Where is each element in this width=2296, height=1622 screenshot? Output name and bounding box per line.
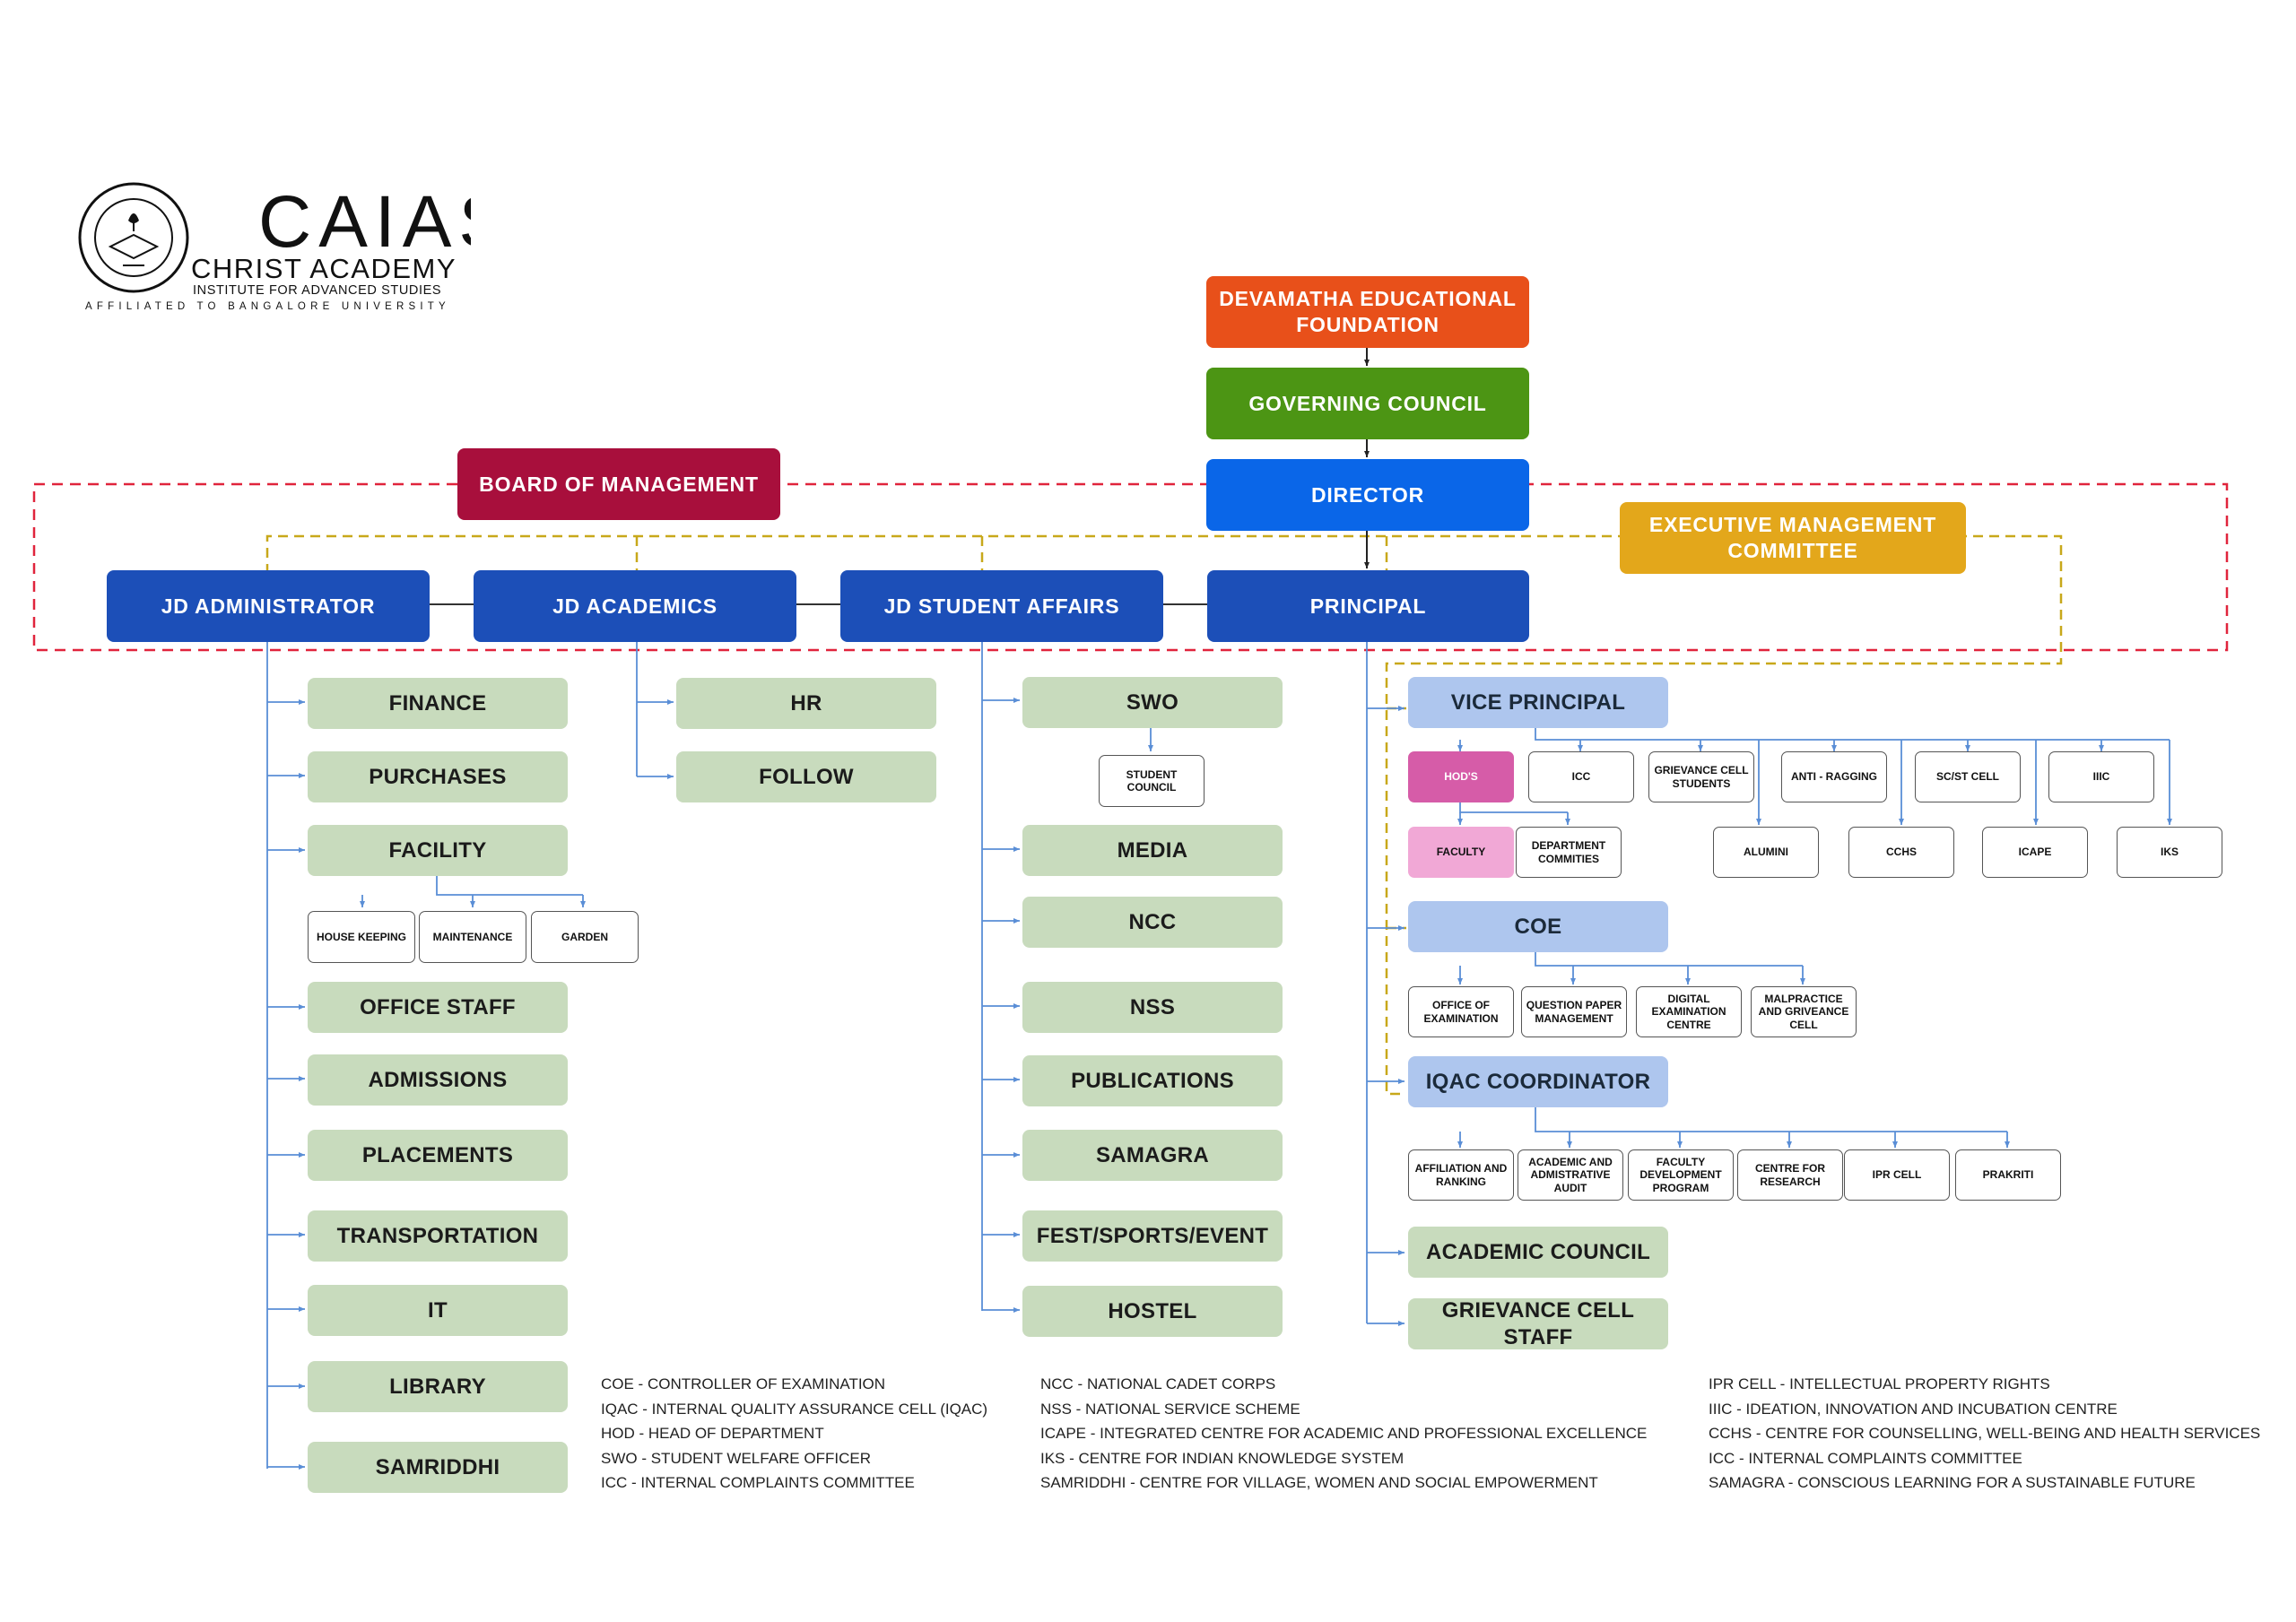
coe-box: COE (1408, 901, 1668, 952)
prakriti-box: PRAKRITI (1955, 1149, 2061, 1201)
academic-council-box: ACADEMIC COUNCIL (1408, 1227, 1668, 1278)
library-box: LIBRARY (308, 1361, 568, 1412)
ncc-box: NCC (1022, 897, 1283, 948)
academic-audit-box: ACADEMIC AND ADMISTRATIVE AUDIT (1518, 1149, 1623, 1201)
legend-item: ICC - INTERNAL COMPLAINTS COMMITTEE (601, 1474, 915, 1491)
governing-council-box: GOVERNING COUNCIL (1206, 368, 1529, 439)
legend-item: IQAC - INTERNAL QUALITY ASSURANCE CELL (… (601, 1400, 988, 1418)
legend-item: ICC - INTERNAL COMPLAINTS COMMITTEE (1709, 1449, 2022, 1467)
legend-item: SWO - STUDENT WELFARE OFFICER (601, 1449, 871, 1467)
vice-principal-box: VICE PRINCIPAL (1408, 677, 1668, 728)
director-box: DIRECTOR (1206, 459, 1529, 531)
transportation-box: TRANSPORTATION (308, 1210, 568, 1262)
logo-line3: AFFILIATED TO BANGALORE UNIVERSITY (85, 301, 450, 312)
legend-item: COE - CONTROLLER OF EXAMINATION (601, 1375, 886, 1392)
legend-item: SAMRIDDHI - CENTRE FOR VILLAGE, WOMEN AN… (1040, 1474, 1598, 1491)
alumini-box: ALUMINI (1713, 827, 1819, 878)
fdp-box: FACULTY DEVELOPMENT PROGRAM (1628, 1149, 1734, 1201)
jd-academics-box: JD ACADEMICS (474, 570, 796, 642)
hr-box: HR (676, 678, 936, 729)
housekeeping-box: HOUSE KEEPING (308, 911, 415, 963)
malpractice-cell-box: MALPRACTICE AND GRIVEANCE CELL (1751, 986, 1857, 1037)
legend-item: CCHS - CENTRE FOR COUNSELLING, WELL-BEIN… (1709, 1425, 2261, 1442)
foundation-box: DEVAMATHA EDUCATIONAL FOUNDATION (1206, 276, 1529, 348)
samagra-box: SAMAGRA (1022, 1130, 1283, 1181)
office-staff-box: OFFICE STAFF (308, 982, 568, 1033)
jd-student-affairs-box: JD STUDENT AFFAIRS (840, 570, 1163, 642)
legend-item: IIIC - IDEATION, INNOVATION AND INCUBATI… (1709, 1400, 2118, 1418)
legend-column-1: COE - CONTROLLER OF EXAMINATION IQAC - I… (601, 1372, 987, 1496)
follow-box: FOLLOW (676, 751, 936, 802)
logo-line2: INSTITUTE FOR ADVANCED STUDIES (193, 283, 442, 298)
office-of-examination-box: OFFICE OF EXAMINATION (1408, 986, 1514, 1037)
iiic-box: IIIC (2048, 751, 2154, 802)
iqac-coordinator-box: IQAC COORDINATOR (1408, 1056, 1668, 1107)
hods-box: HOD'S (1408, 751, 1514, 802)
media-box: MEDIA (1022, 825, 1283, 876)
placements-box: PLACEMENTS (308, 1130, 568, 1181)
legend-column-3: IPR CELL - INTELLECTUAL PROPERTY RIGHTS … (1709, 1372, 2260, 1496)
jd-administrator-box: JD ADMINISTRATOR (107, 570, 430, 642)
legend-item: IPR CELL - INTELLECTUAL PROPERTY RIGHTS (1709, 1375, 2050, 1392)
centre-for-research-box: CENTRE FOR RESEARCH (1737, 1149, 1843, 1201)
grievance-students-box: GRIEVANCE CELL STUDENTS (1648, 751, 1754, 802)
finance-box: FINANCE (308, 678, 568, 729)
ipr-cell-box: IPR CELL (1844, 1149, 1950, 1201)
legend-item: IKS - CENTRE FOR INDIAN KNOWLEDGE SYSTEM (1040, 1449, 1405, 1467)
maintenance-box: MAINTENANCE (419, 911, 526, 963)
icc-box: ICC (1528, 751, 1634, 802)
hostel-box: HOSTEL (1022, 1286, 1283, 1337)
legend-item: NCC - NATIONAL CADET CORPS (1040, 1375, 1276, 1392)
legend-column-2: NCC - NATIONAL CADET CORPS NSS - NATIONA… (1040, 1372, 1647, 1496)
logo-line1: CHRIST ACADEMY (191, 253, 457, 284)
caias-logo: CAIAS CHRIST ACADEMY INSTITUTE FOR ADVAN… (76, 179, 508, 314)
nss-box: NSS (1022, 982, 1283, 1033)
admissions-box: ADMISSIONS (308, 1054, 568, 1106)
logo-title: CAIAS (258, 181, 471, 263)
iks-box: IKS (2117, 827, 2222, 878)
seal-icon: CAIAS (78, 181, 508, 293)
garden-box: GARDEN (531, 911, 639, 963)
publications-box: PUBLICATIONS (1022, 1055, 1283, 1106)
principal-box: PRINCIPAL (1207, 570, 1529, 642)
student-council-box: STUDENT COUNCIL (1099, 755, 1205, 807)
anti-ragging-box: ANTI - RAGGING (1781, 751, 1887, 802)
swo-box: SWO (1022, 677, 1283, 728)
grievance-staff-box: GRIEVANCE CELL STAFF (1408, 1298, 1668, 1349)
it-box: IT (308, 1285, 568, 1336)
executive-committee-box: EXECUTIVE MANAGEMENT COMMITTEE (1620, 502, 1966, 574)
purchases-box: PURCHASES (308, 751, 568, 802)
scst-cell-box: SC/ST CELL (1915, 751, 2021, 802)
legend-item: ICAPE - INTEGRATED CENTRE FOR ACADEMIC A… (1040, 1425, 1648, 1442)
board-of-management-box: BOARD OF MANAGEMENT (457, 448, 780, 520)
fest-sports-event-box: FEST/SPORTS/EVENT (1022, 1210, 1283, 1262)
icape-box: ICAPE (1982, 827, 2088, 878)
facility-box: FACILITY (308, 825, 568, 876)
question-paper-box: QUESTION PAPER MANAGEMENT (1521, 986, 1627, 1037)
samriddhi-box: SAMRIDDHI (308, 1442, 568, 1493)
legend-item: HOD - HEAD OF DEPARTMENT (601, 1425, 824, 1442)
legend-item: NSS - NATIONAL SERVICE SCHEME (1040, 1400, 1300, 1418)
faculty-box: FACULTY (1408, 827, 1514, 878)
legend-item: SAMAGRA - CONSCIOUS LEARNING FOR A SUSTA… (1709, 1474, 2196, 1491)
digital-exam-centre-box: DIGITAL EXAMINATION CENTRE (1636, 986, 1742, 1037)
affiliation-ranking-box: AFFILIATION AND RANKING (1408, 1149, 1514, 1201)
cchs-box: CCHS (1848, 827, 1954, 878)
dept-committees-box: DEPARTMENT COMMITIES (1516, 827, 1622, 878)
